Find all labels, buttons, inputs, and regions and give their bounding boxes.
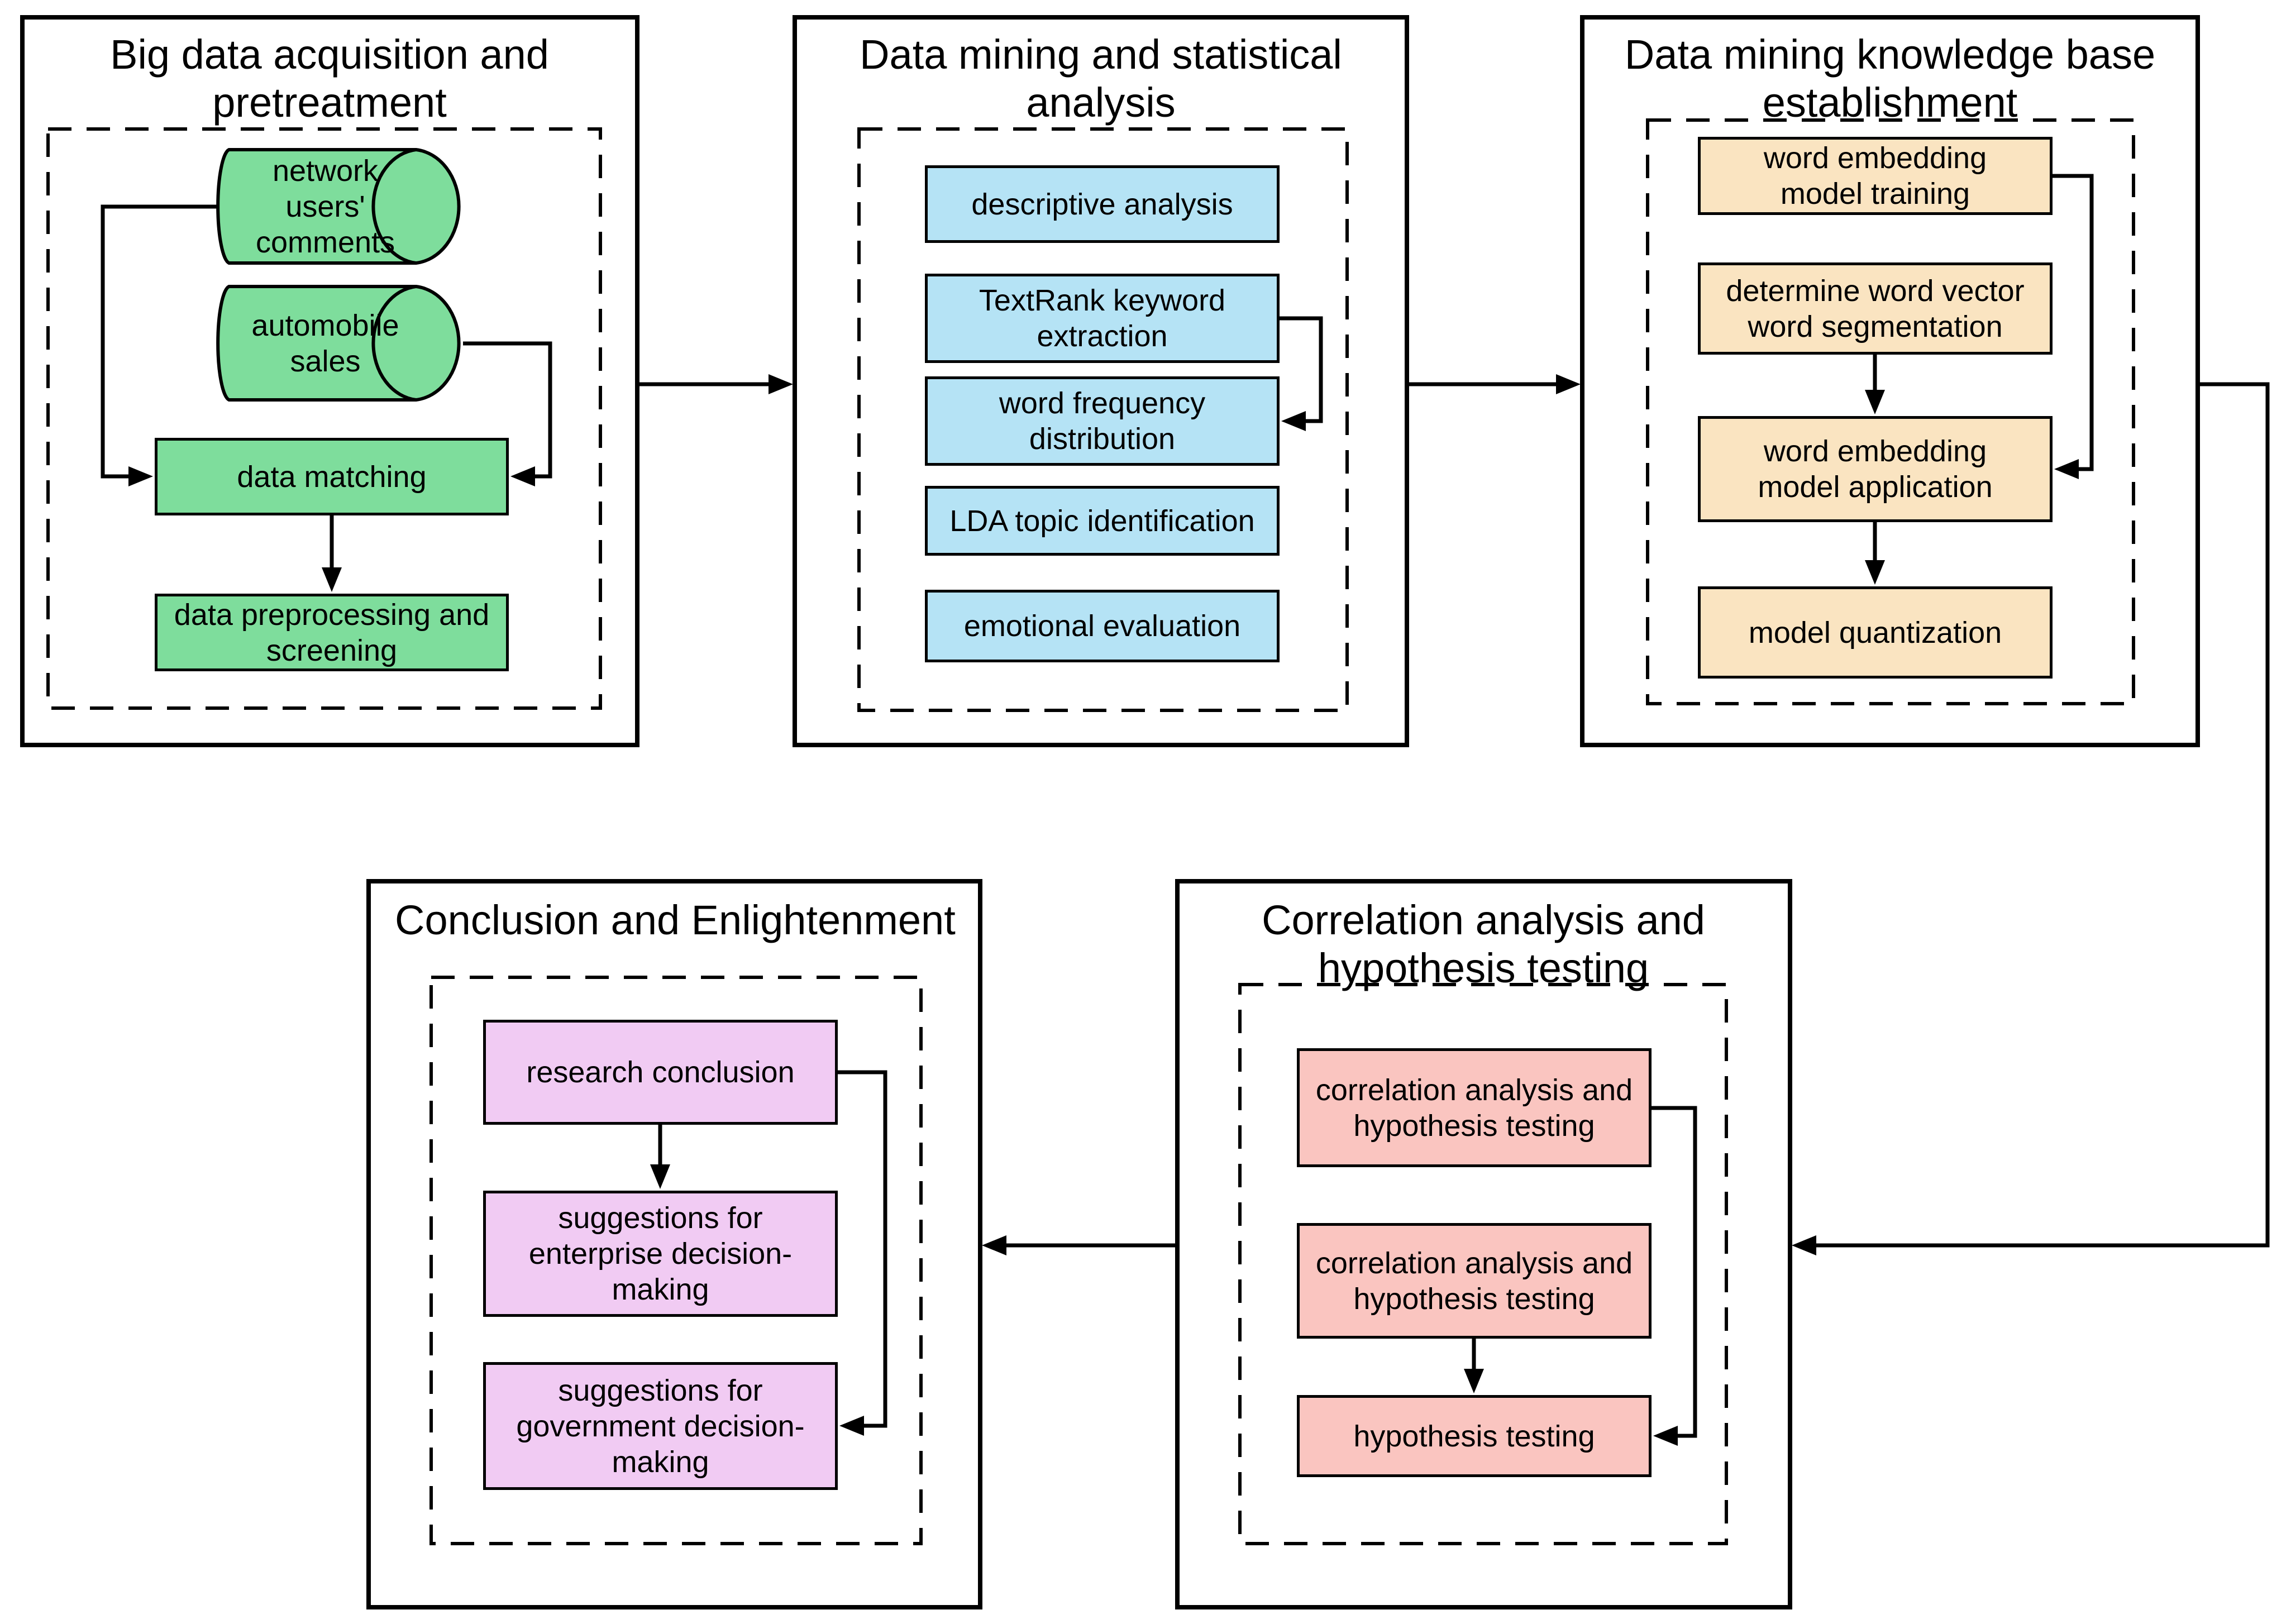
- dashed-region-conclusion: [429, 976, 923, 1545]
- dashed-region-mining: [857, 127, 1349, 712]
- panel-border-acquisition: [20, 15, 639, 747]
- dashed-region-acquisition: [46, 127, 602, 710]
- node-research-conclusion: research conclusion: [483, 1020, 838, 1125]
- edge-knowledge-panel-to-correlation-panel: [1792, 382, 2270, 1255]
- node-lda-topic-identification: LDA topic identification: [925, 486, 1280, 556]
- dashed-region-knowledge: [1646, 118, 2135, 705]
- edge-network-comments-to-data-matching: [101, 204, 218, 486]
- edge-automobile-sales-to-data-matching: [463, 341, 552, 486]
- cylinder-rim-network-users-comments: [371, 148, 417, 265]
- panel-border-mining: [793, 15, 1409, 747]
- node-model-quantization: model quantization: [1698, 586, 2053, 679]
- panel-border-knowledge: [1580, 15, 2200, 747]
- panel-border-conclusion: [366, 879, 982, 1609]
- cylinder-rim-automobile-sales: [371, 285, 417, 402]
- node-emotional-evaluation: emotional evaluation: [925, 590, 1280, 662]
- node-descriptive-analysis: descriptive analysis: [925, 165, 1280, 243]
- node-hypothesis-testing: hypothesis testing: [1297, 1395, 1652, 1477]
- edge-research-to-government: [838, 1070, 887, 1436]
- edge-textrank-to-wordfreq: [1280, 316, 1323, 431]
- panel-title-conclusion: Conclusion and Enlightenment: [395, 897, 956, 943]
- edge-corr1-to-hypothesis: [1652, 1106, 1697, 1446]
- edge-training-to-application: [2053, 174, 2094, 479]
- dashed-region-correlation: [1238, 983, 1728, 1545]
- node-data-matching: data matching: [155, 438, 509, 515]
